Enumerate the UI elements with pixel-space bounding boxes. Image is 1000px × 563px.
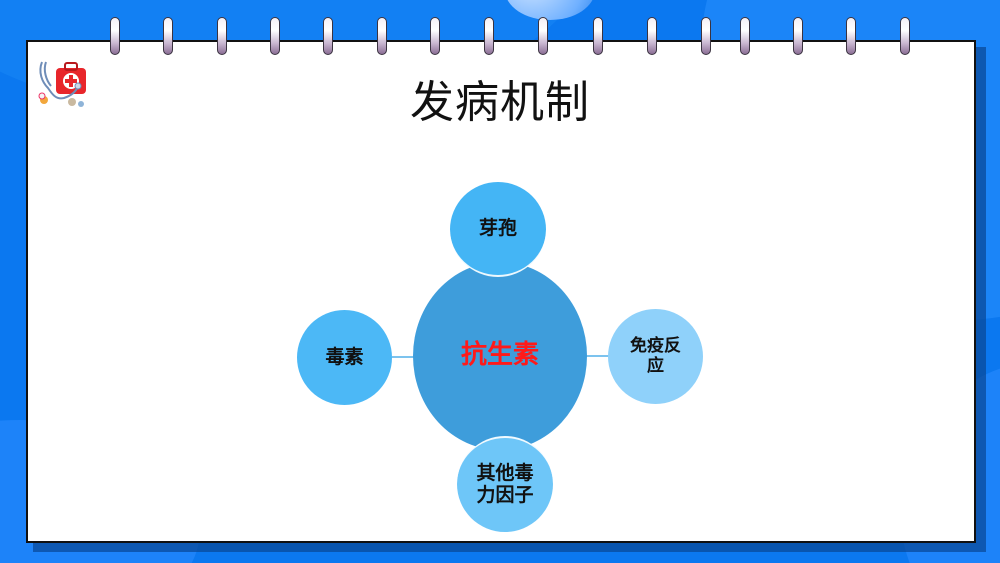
node-label-line2: 应 xyxy=(647,355,664,376)
node-label-line1: 其他毒 xyxy=(476,462,534,485)
center-node: 抗生素 xyxy=(413,262,587,450)
node-label: 芽孢 xyxy=(478,216,517,239)
node-other-virulence-factors: 其他毒 力因子 xyxy=(457,436,553,532)
node-toxins: 毒素 xyxy=(297,310,392,405)
binding-ring-icon xyxy=(323,17,333,55)
node-spores: 芽孢 xyxy=(450,182,546,277)
node-label-line2: 力因子 xyxy=(476,484,534,506)
binding-ring-icon xyxy=(377,17,387,55)
binding-ring-icon xyxy=(593,17,603,55)
connector-line xyxy=(586,355,609,357)
binding-ring-icon xyxy=(484,17,494,55)
binding-ring-icon xyxy=(110,17,120,55)
binding-ring-icon xyxy=(846,17,856,55)
binding-ring-icon xyxy=(430,17,440,55)
page-title: 发病机制 xyxy=(410,77,590,128)
medical-kit-stethoscope-icon xyxy=(38,61,86,107)
binding-ring-icon xyxy=(647,17,657,55)
background-bubble xyxy=(505,0,595,20)
connector-line xyxy=(392,356,414,358)
binding-ring-icon xyxy=(793,17,803,55)
binding-ring-icon xyxy=(217,17,227,55)
binding-ring-icon xyxy=(538,17,548,55)
node-label-line1: 免疫反 xyxy=(630,335,681,356)
binding-ring-icon xyxy=(740,17,750,55)
binding-ring-icon xyxy=(163,17,173,55)
binding-ring-icon xyxy=(900,17,910,55)
binding-ring-icon xyxy=(701,17,711,55)
binding-ring-icon xyxy=(270,17,280,55)
center-node-label: 抗生素 xyxy=(460,340,539,371)
node-immune-response: 免疫反 应 xyxy=(608,309,703,404)
node-label: 毒素 xyxy=(325,345,364,368)
